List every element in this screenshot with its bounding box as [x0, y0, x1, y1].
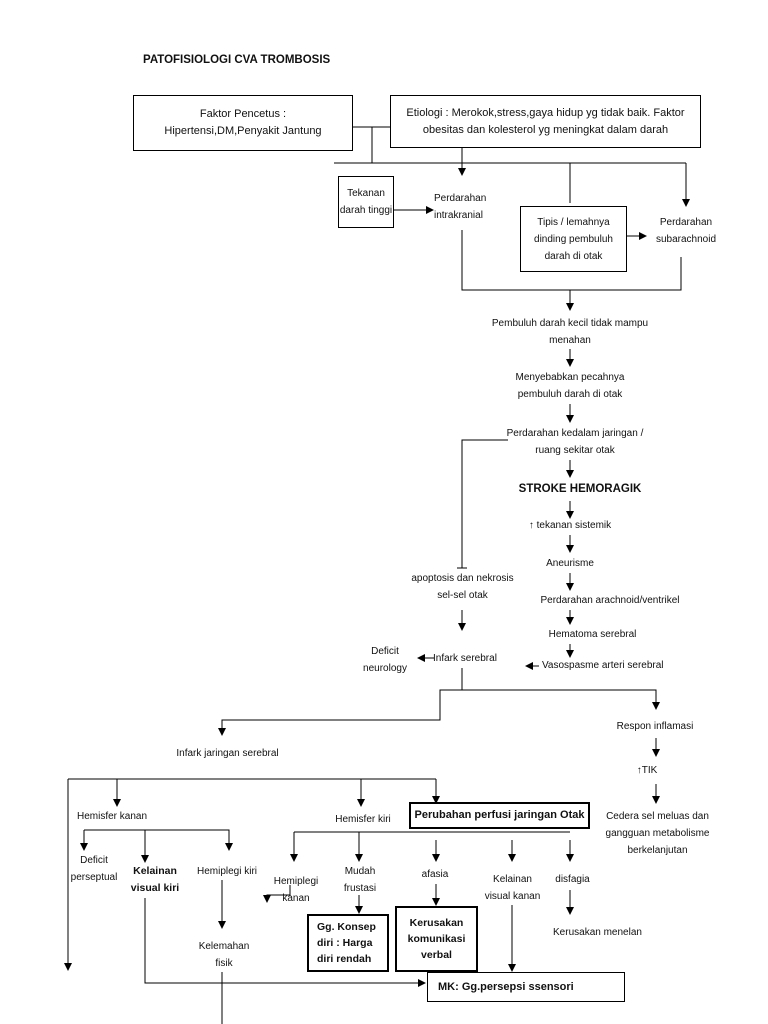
kerusakan-menelan: Kerusakan menelan — [553, 927, 642, 938]
pecahnya-pembuluh: Menyebabkan pecahnya pembuluh darah di o… — [515, 372, 625, 400]
gg-konsep-diri-box: Gg. Konsep diri : Harga diri rendah — [307, 914, 389, 972]
apoptosis-nekrosis: apoptosis dan nekrosis sel-sel otak — [411, 573, 514, 601]
vasospasme: Vasospasme arteri serebral — [542, 660, 664, 671]
perdarahan-arachnoid: Perdarahan arachnoid/ventrikel — [540, 595, 680, 606]
infark-serebral: Infark serebral — [433, 653, 497, 664]
perdarahan-subarachnoid: Perdarahan subarachnoid — [655, 217, 717, 245]
tik: ↑TIK — [636, 765, 658, 776]
stroke-hemoragik: STROKE HEMORAGIK — [518, 483, 642, 495]
infark-jaringan-serebral: Infark jaringan serebral — [176, 748, 279, 759]
page-title: PATOFISIOLOGI CVA TROMBOSIS — [143, 54, 331, 66]
perubahan-perfusi-box: Perubahan perfusi jaringan Otak — [409, 802, 590, 829]
tipis-lemah-box: Tipis / lemahnya dinding pembuluh darah … — [520, 206, 627, 272]
respon-inflamasi: Respon inflamasi — [616, 721, 694, 732]
tekanan-sistemik: ↑ tekanan sistemik — [528, 520, 612, 531]
tekanan-darah-box: Tekanan darah tinggi — [338, 176, 394, 228]
faktor-pencetus-box: Faktor Pencetus : Hipertensi,DM,Penyakit… — [133, 95, 353, 151]
cedera-sel: Cedera sel meluas dan gangguan metabolis… — [605, 811, 710, 856]
mk-persepsi-box: MK: Gg.persepsi ssensori — [427, 972, 625, 1002]
hemisfer-kiri: Hemisfer kiri — [335, 814, 391, 825]
hemiplegi-kiri: Hemiplegi kiri — [196, 866, 257, 877]
afasia: afasia — [421, 869, 449, 880]
kelainan-visual-kiri: Kelainan visual kiri — [130, 865, 180, 894]
etiologi-box: Etiologi : Merokok,stress,gaya hidup yg … — [390, 95, 701, 148]
hemisfer-kanan: Hemisfer kanan — [76, 811, 148, 822]
kelainan-visual-kanan: Kelainan visual kanan — [484, 874, 541, 902]
perdarahan-jaringan: Perdarahan kedalam jaringan / ruang seki… — [506, 428, 644, 456]
kerusakan-komunikasi-box: Kerusakan komunikasi verbal — [395, 906, 478, 972]
kelemahan-fisik: Kelemahan fisik — [198, 941, 250, 969]
aneurisme: Aneurisme — [546, 558, 594, 569]
deficit-neurology: Deficit neurology — [363, 646, 407, 674]
hemiplegi-kanan: Hemiplegi kanan — [273, 876, 319, 904]
pembuluh-kecil: Pembuluh darah kecil tidak mampu menahan — [491, 318, 649, 346]
mudah-frustasi: Mudah frustasi — [343, 866, 377, 894]
disfagia: disfagia — [555, 874, 590, 885]
deficit-perseptual: Deficit perseptual — [70, 855, 118, 883]
perdarahan-intrakranial: Perdarahan intrakranial — [434, 193, 487, 221]
hematoma-serebral: Hematoma serebral — [548, 629, 637, 640]
